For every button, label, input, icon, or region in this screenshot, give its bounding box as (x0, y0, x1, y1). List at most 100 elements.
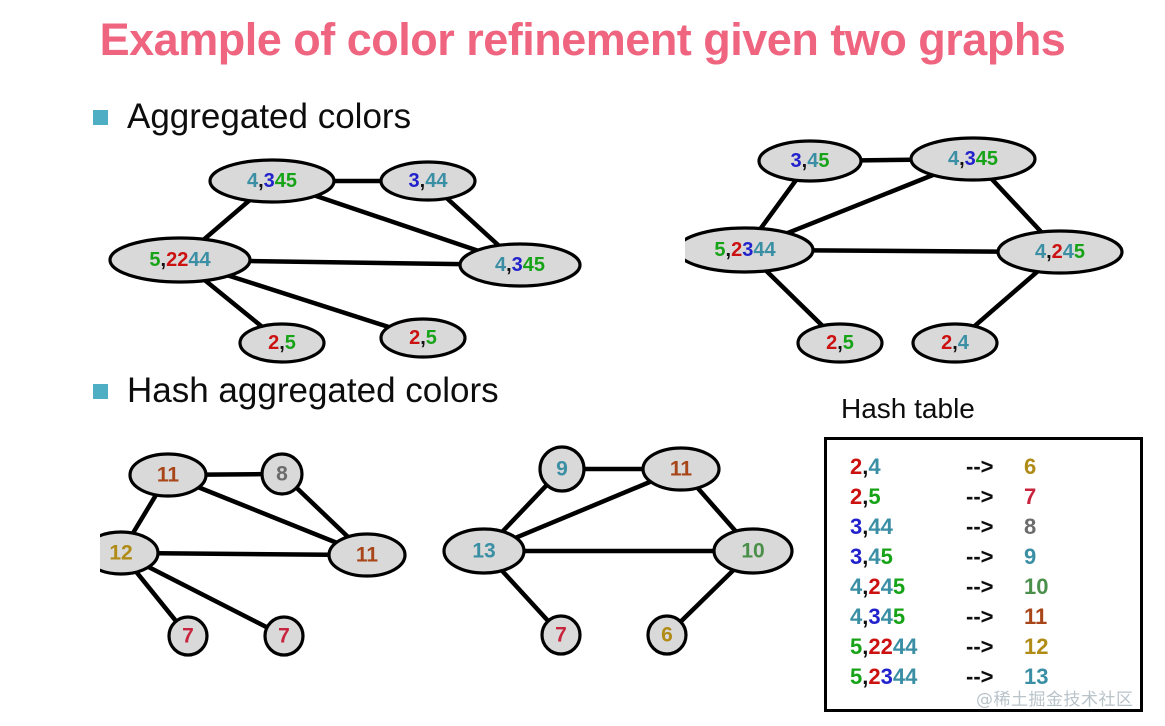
node-label: 7 (278, 625, 290, 648)
hash-table-row: 4,345-->11 (850, 602, 1140, 632)
watermark: @稀土掘金技术社区 (976, 690, 1134, 710)
graph-edge (146, 564, 270, 630)
graph-edge (695, 485, 738, 534)
graph-node[interactable]: 2,5 (238, 322, 326, 364)
graph-node[interactable]: 9 (538, 445, 586, 493)
graph-node[interactable]: 2,4 (911, 322, 999, 364)
graph-node[interactable]: 5,2244 (108, 236, 252, 284)
node-ellipse (263, 615, 305, 657)
node-ellipse (238, 322, 326, 364)
node-ellipse (538, 445, 586, 493)
node-label: 11 (157, 464, 180, 487)
node-label: 5,2344 (714, 239, 776, 261)
graph-node[interactable]: 6 (646, 614, 688, 656)
hash-arrow-icon: --> (966, 664, 994, 689)
hash-value: 6 (1024, 454, 1037, 479)
hash-table-row: 3,44-->8 (850, 512, 1140, 542)
graph-node[interactable]: 11 (128, 452, 208, 498)
graph-node[interactable]: 7 (540, 614, 582, 656)
graph-node[interactable]: 4,345 (458, 242, 582, 288)
hash-arrow-icon: --> (966, 454, 994, 479)
graph-node[interactable]: 4,345 (909, 136, 1037, 182)
graph-node[interactable]: 3,45 (757, 139, 863, 183)
hash-key: 3,44 (850, 514, 893, 539)
graph-node[interactable]: 2,5 (379, 317, 467, 359)
hash-table-row: 2,4-->6 (850, 452, 1140, 482)
node-label: 7 (182, 625, 194, 648)
hash-table-row: 2,5-->7 (850, 482, 1140, 512)
node-label: 7 (555, 624, 567, 647)
hash-key: 4,245 (850, 574, 906, 599)
graph-node[interactable]: 13 (442, 527, 526, 575)
hash-arrow-icon: --> (966, 484, 994, 509)
graph-node[interactable]: 4,345 (208, 158, 336, 204)
node-ellipse (712, 527, 794, 575)
hash-key: 4,345 (850, 604, 906, 629)
graph-node[interactable]: 7 (263, 615, 305, 657)
graph-edge (972, 269, 1040, 329)
graph-edge (810, 248, 1001, 254)
hash-key: 2,5 (850, 484, 881, 509)
graph-edge (500, 482, 550, 534)
graph-node[interactable]: 5,2344 (685, 226, 815, 274)
graph-node[interactable]: 3,44 (379, 160, 477, 202)
graph-hashed-left: 11 8 12 11 7 7 (100, 452, 407, 657)
graph-edge (134, 569, 179, 624)
node-ellipse (911, 322, 999, 364)
node-label: 5,2244 (149, 249, 211, 271)
graph-edge (758, 177, 799, 231)
hash-table-row: 3,45 --> 9 (850, 542, 1140, 572)
node-label: 3,44 (409, 170, 449, 192)
node-label: 8 (276, 463, 288, 486)
hash-key: 3,45 (850, 544, 893, 569)
node-ellipse (167, 615, 209, 657)
graph-node[interactable]: 11 (641, 446, 721, 492)
graph-node[interactable]: 2,5 (796, 322, 884, 364)
node-ellipse (757, 139, 863, 183)
graph-node[interactable]: 7 (167, 615, 209, 657)
node-ellipse (100, 530, 160, 576)
graph-edge (196, 485, 339, 545)
graph-node[interactable]: 11 (327, 532, 407, 578)
node-ellipse (442, 527, 526, 575)
hash-value: 10 (1024, 574, 1049, 599)
node-ellipse (208, 158, 336, 204)
node-label: 11 (670, 458, 693, 481)
node-label: 2,4 (941, 332, 970, 354)
hash-value: 12 (1024, 634, 1049, 659)
page-title: Example of color refinement given two gr… (99, 14, 1066, 65)
hash-table-row: 5,2344-->13 (850, 662, 1140, 692)
graph-node[interactable]: 4,245 (996, 229, 1124, 275)
hash-table-row: 5,2244-->12 (850, 632, 1140, 662)
graph-node[interactable]: 8 (260, 452, 304, 496)
node-ellipse (540, 614, 582, 656)
node-label: 11 (356, 544, 379, 567)
hash-table-box (824, 437, 1143, 712)
node-ellipse (379, 317, 467, 359)
graph-edge (226, 273, 391, 330)
graph-hashed-right: 9 11 13 10 7 6 (442, 445, 794, 656)
graph-node[interactable]: 10 (712, 527, 794, 575)
graph-aggregated-right: 3,45 4,345 5,2344 4,245 2,5 2,4 (685, 136, 1124, 364)
hash-arrow-icon: --> (966, 574, 994, 599)
node-ellipse (996, 229, 1124, 275)
hash-arrow-icon: --> (966, 544, 994, 569)
node-label: 4,345 (948, 148, 998, 170)
graph-edge (201, 198, 252, 242)
hash-arrow-icon: --> (966, 604, 994, 629)
graph-edge (294, 485, 351, 540)
hash-key: 5,2244 (850, 634, 918, 659)
graph-edge (678, 567, 736, 624)
graph-edge (499, 568, 551, 624)
node-label: 13 (472, 540, 495, 563)
graph-edge (155, 551, 332, 557)
bullet-label: Hash aggregated colors (127, 371, 499, 410)
bullet-aggregated-colors: Aggregated colors (93, 99, 411, 134)
graph-node[interactable]: 12 (100, 530, 160, 576)
node-label: 4,345 (495, 254, 545, 276)
hash-table-heading: Hash table (841, 393, 975, 424)
graph-edge (764, 268, 825, 329)
node-ellipse (327, 532, 407, 578)
hash-value: 9 (1024, 544, 1037, 569)
node-ellipse (641, 446, 721, 492)
